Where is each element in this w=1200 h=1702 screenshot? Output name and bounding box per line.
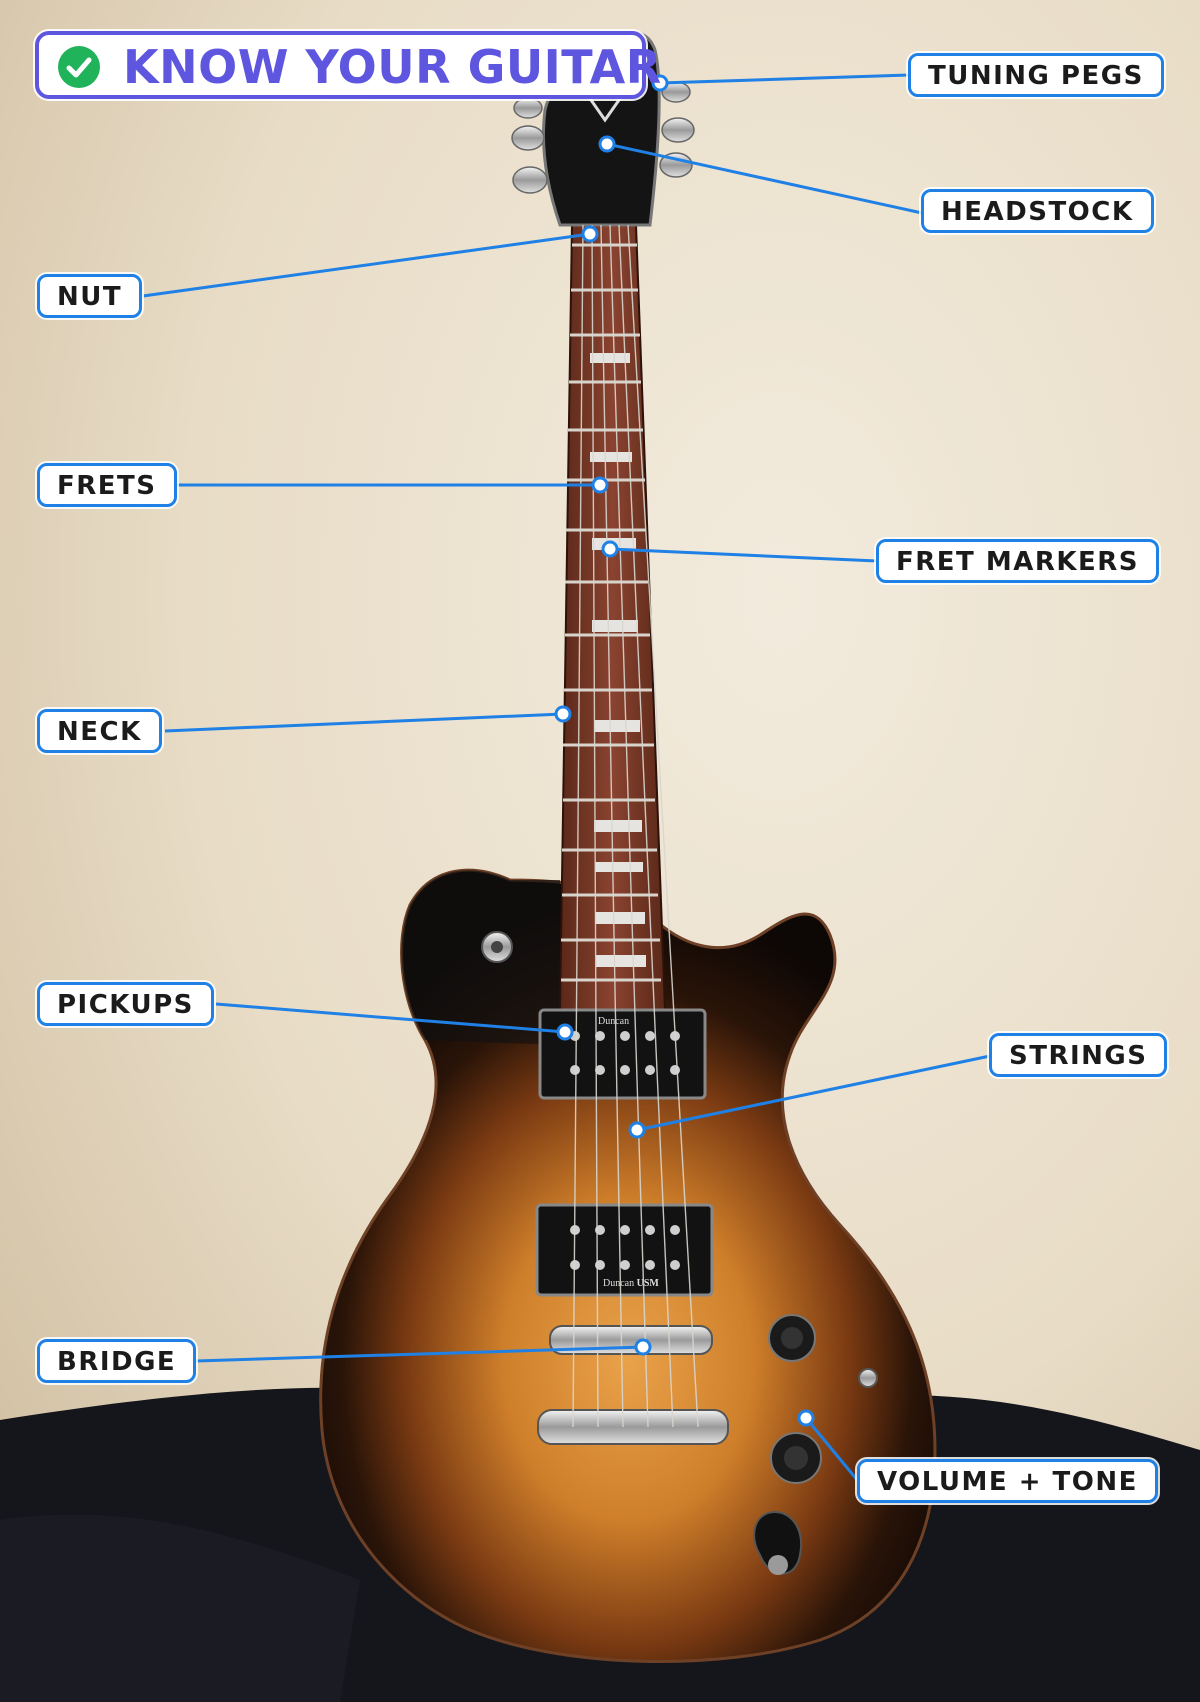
volume-tone-leader (804, 1417, 860, 1482)
bridge-leader (195, 1345, 644, 1363)
label-neck: NECK (37, 709, 162, 753)
title-banner: KNOW YOUR GUITAR (35, 31, 661, 99)
fret-markers-leader (609, 547, 878, 563)
label-tuning-pegs: TUNING PEGS (908, 53, 1164, 97)
neck-dot (554, 705, 572, 723)
tuning-pegs-dot (651, 74, 669, 92)
label-fret-markers: FRET MARKERS (876, 539, 1159, 583)
label-strings: STRINGS (989, 1033, 1168, 1077)
nut-dot (581, 225, 599, 243)
label-nut: NUT (37, 274, 143, 318)
neck-leader (164, 712, 564, 733)
strings-leader (636, 1054, 991, 1132)
bridge-pickup-brand: Duncan USM (603, 1278, 659, 1289)
volume-tone-dot (797, 1409, 815, 1427)
headstock-leader (606, 142, 923, 215)
label-pickups: PICKUPS (37, 982, 214, 1026)
label-headstock: HEADSTOCK (921, 189, 1154, 233)
pickups-dot (556, 1023, 574, 1041)
check-icon (58, 46, 100, 88)
fret-markers-dot (601, 540, 619, 558)
frets-dot (591, 476, 609, 494)
pickups-leader (215, 1002, 566, 1034)
neck-pickup-brand: Duncan (598, 1016, 629, 1027)
bridge-dot (634, 1338, 652, 1356)
page-title: KNOW YOUR GUITAR (123, 40, 662, 94)
label-bridge: BRIDGE (37, 1339, 197, 1383)
tuning-pegs-leader (659, 73, 911, 85)
headstock-dot (598, 135, 616, 153)
nut-leader (142, 232, 591, 298)
label-volume-tone: VOLUME + TONE (857, 1459, 1158, 1503)
label-frets: FRETS (37, 463, 177, 507)
strings-dot (628, 1121, 646, 1139)
